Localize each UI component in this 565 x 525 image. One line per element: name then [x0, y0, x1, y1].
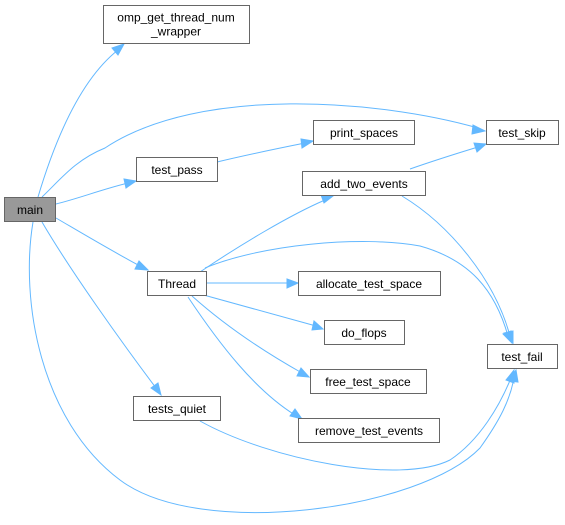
edge-arrow-thread-add_two_events — [320, 194, 335, 204]
node-allocate-test-space[interactable]: allocate_test_space — [298, 271, 441, 296]
edge-arrow-thread-allocate — [286, 278, 300, 289]
node-tests-quiet-label: tests_quiet — [148, 402, 207, 416]
node-print-spaces-box — [313, 120, 415, 145]
edge-arrow-add_two_events-test_skip — [473, 142, 488, 153]
edge-main-test_pass — [55, 182, 129, 205]
node-test-fail-box — [487, 344, 558, 369]
node-main-label: main — [17, 203, 43, 217]
node-add-two-events[interactable]: add_two_events — [302, 171, 426, 196]
edge-main-omp — [37, 49, 119, 198]
node-free-test-space[interactable]: free_test_space — [310, 369, 427, 394]
node-test-fail[interactable]: test_fail — [487, 344, 558, 369]
node-add-two-events-box — [302, 171, 426, 196]
node-thread-label: Thread — [158, 277, 196, 291]
node-remove-test-events-label: remove_test_events — [315, 424, 423, 438]
node-test-skip[interactable]: test_skip — [486, 120, 559, 145]
edge-tests_quiet-test_fail — [199, 377, 512, 471]
edge-main-tests_quiet — [41, 221, 157, 389]
node-omp-box — [103, 5, 250, 44]
node-tests-quiet-box — [133, 396, 221, 421]
edge-arrow-thread-do_flops — [311, 320, 325, 331]
node-free-test-space-box — [310, 369, 427, 394]
node-test-skip-box — [486, 120, 559, 145]
edge-thread-test_fail — [204, 241, 509, 337]
node-print-spaces-label: print_spaces — [330, 126, 398, 140]
edge-add_two_events-test_fail — [401, 195, 511, 337]
edge-main-thread — [55, 217, 141, 267]
edge-arrow-thread-remove_test_events — [289, 408, 304, 420]
edge-arrow-test_pass-print_spaces — [300, 138, 315, 149]
edge-arrow-main-tests_quiet — [150, 382, 162, 397]
node-do-flops-label: do_flops — [341, 326, 386, 340]
call-graph-nodes: main omp_get_thread_num _wrapper test_pa… — [4, 5, 559, 443]
call-graph-edges — [28, 43, 519, 514]
node-test-pass-box — [136, 157, 218, 182]
edge-main-test_skip — [41, 103, 479, 198]
node-remove-test-events[interactable]: remove_test_events — [298, 418, 440, 443]
edge-arrow-main-test_skip — [471, 124, 487, 135]
node-main[interactable]: main — [4, 197, 56, 222]
edge-main-test_fail — [28, 221, 515, 514]
node-main-box — [4, 197, 56, 222]
node-tests-quiet[interactable]: tests_quiet — [133, 396, 221, 421]
node-add-two-events-label: add_two_events — [320, 177, 407, 191]
node-test-pass-label: test_pass — [151, 163, 202, 177]
edge-arrow-add_two_events-test_fail — [503, 330, 514, 345]
node-omp-label-line2: _wrapper — [150, 25, 201, 39]
edge-arrow-tests_quiet-test_fail — [505, 368, 515, 384]
node-do-flops-box — [324, 320, 405, 345]
node-thread[interactable]: Thread — [147, 271, 207, 296]
node-free-test-space-label: free_test_space — [325, 375, 411, 389]
edge-arrow-main-test_pass — [123, 178, 138, 189]
edge-add_two_events-test_skip — [409, 146, 479, 170]
node-test-pass[interactable]: test_pass — [136, 157, 218, 182]
edge-thread-remove_test_events — [187, 296, 296, 416]
node-print-spaces[interactable]: print_spaces — [313, 120, 415, 145]
node-thread-box — [147, 271, 207, 296]
edge-arrow-main-thread — [134, 260, 150, 271]
node-remove-test-events-box — [298, 418, 440, 443]
edge-test_pass-print_spaces — [216, 142, 306, 163]
edge-thread-free_test_space — [191, 295, 303, 374]
node-test-skip-label: test_skip — [498, 126, 546, 140]
node-do-flops[interactable]: do_flops — [324, 320, 405, 345]
node-test-fail-label: test_fail — [501, 350, 542, 364]
node-allocate-test-space-box — [298, 271, 441, 296]
edge-thread-do_flops — [199, 293, 317, 327]
node-allocate-test-space-label: allocate_test_space — [316, 277, 422, 291]
node-omp-get-thread-num-wrapper[interactable]: omp_get_thread_num _wrapper — [103, 5, 250, 44]
edge-arrow-thread-free_test_space — [296, 367, 311, 378]
node-omp-label-line1: omp_get_thread_num — [117, 11, 234, 25]
edge-arrow-main-omp — [111, 43, 126, 56]
edge-thread-add_two_events — [199, 199, 326, 273]
